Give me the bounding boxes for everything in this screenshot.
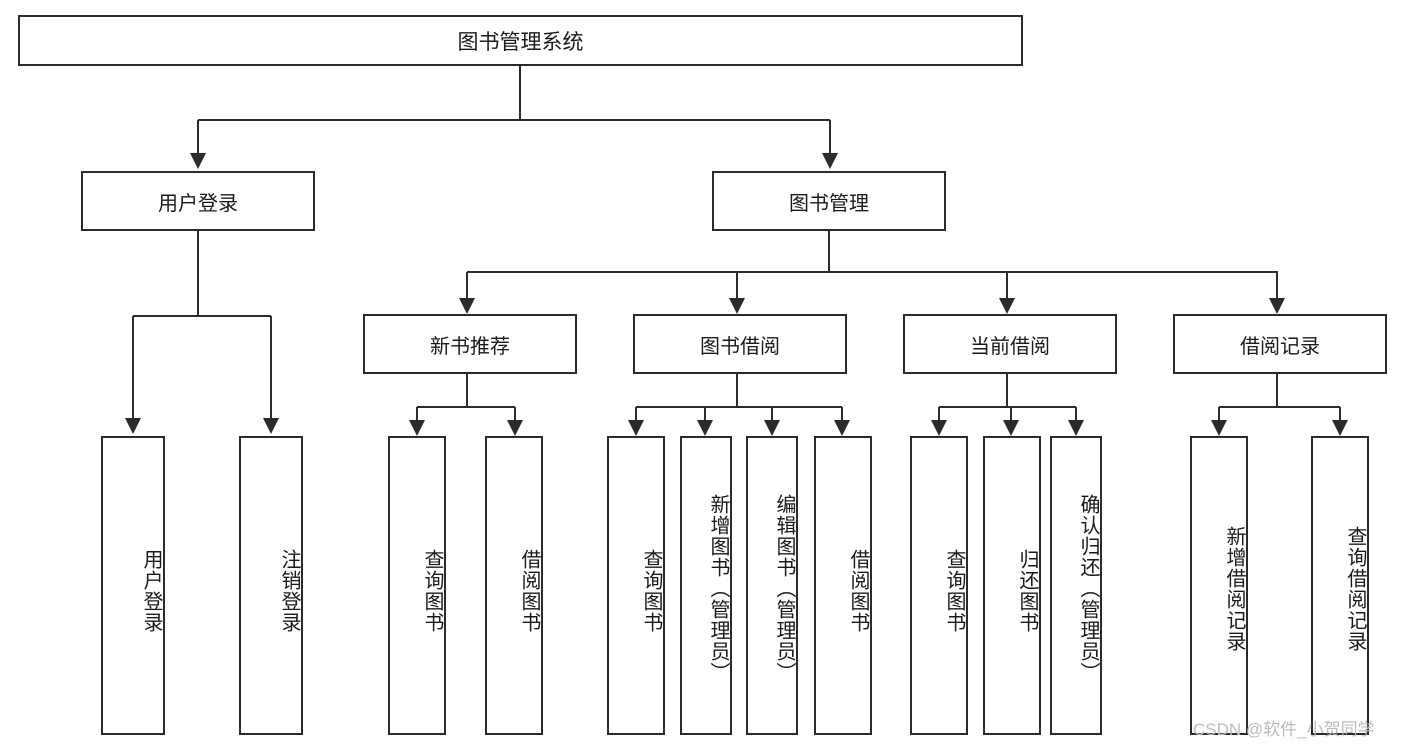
- node-leaf-query-book-1-label: 查询图书: [421, 548, 443, 633]
- node-root-label: 图书管理系统: [457, 30, 584, 54]
- edge-group-3-bus: [1219, 406, 1340, 408]
- node-user-login-label: 用户登录: [158, 192, 238, 215]
- node-leaf-return-book[interactable]: 归还图书: [983, 436, 1041, 735]
- edge-group-0-drop-1-head: [507, 420, 523, 436]
- node-root-system[interactable]: 图书管理系统: [18, 15, 1023, 66]
- node-leaf-query-book-2-label: 查询图书: [640, 548, 662, 633]
- edge-group-1-drop-3-head: [834, 420, 850, 436]
- edge-group-3-drop-0-head: [1211, 420, 1227, 436]
- node-leaf-query-record[interactable]: 查询借阅记录: [1311, 436, 1369, 735]
- edge-group-0-bus: [417, 406, 515, 408]
- node-current-borrow-label: 当前借阅: [970, 335, 1050, 358]
- edge-group-1-drop-1-head: [697, 420, 713, 436]
- edge-group-0-drop-0-line: [416, 407, 418, 420]
- node-book-borrow-label: 图书借阅: [700, 335, 780, 358]
- node-leaf-query-book-2[interactable]: 查询图书: [607, 436, 665, 735]
- node-leaf-confirm-return[interactable]: 确认归还（管理员）: [1050, 436, 1102, 735]
- edge-root-stem: [519, 66, 521, 120]
- node-leaf-query-record-label: 查询借阅记录: [1344, 525, 1366, 652]
- node-new-book-rec-label: 新书推荐: [430, 335, 510, 358]
- edge-login-drop-1-head: [263, 418, 279, 434]
- edge-manage-bus: [467, 271, 1278, 273]
- node-leaf-query-book-1[interactable]: 查询图书: [388, 436, 446, 735]
- node-leaf-return-book-label: 归还图书: [1016, 548, 1038, 633]
- edge-root-drop-1-head: [822, 153, 838, 169]
- edge-group-1-drop-0-head: [628, 420, 644, 436]
- edge-group-0-stem: [466, 374, 468, 407]
- node-leaf-query-book-3[interactable]: 查询图书: [910, 436, 968, 735]
- node-leaf-user-login[interactable]: 用户登录: [101, 436, 165, 735]
- edge-root-drop-0-line: [197, 120, 199, 153]
- node-leaf-add-book-label: 新增图书（管理员）: [707, 494, 729, 683]
- edge-group-1-drop-1-line: [704, 407, 706, 420]
- node-leaf-confirm-return-label: 确认归还（管理员）: [1077, 494, 1099, 683]
- edge-group-1-stem: [736, 374, 738, 407]
- edge-group-2-drop-2-line: [1075, 407, 1077, 420]
- node-leaf-borrow-book-1[interactable]: 借阅图书: [485, 436, 543, 735]
- node-leaf-user-login-label: 用户登录: [140, 548, 162, 633]
- node-user-login[interactable]: 用户登录: [81, 171, 315, 231]
- node-leaf-add-book[interactable]: 新增图书（管理员）: [680, 436, 732, 735]
- edge-manage-drop-2-line: [1006, 272, 1008, 298]
- node-leaf-edit-book[interactable]: 编辑图书（管理员）: [746, 436, 798, 735]
- edge-manage-drop-3-line: [1276, 272, 1278, 298]
- edge-root-bus: [198, 119, 830, 121]
- edge-group-1-drop-2-line: [771, 407, 773, 420]
- node-current-borrow[interactable]: 当前借阅: [903, 314, 1117, 374]
- edge-manage-drop-1-head: [729, 298, 745, 314]
- edge-group-3-drop-1-head: [1332, 420, 1348, 436]
- node-leaf-borrow-book-2-label: 借阅图书: [847, 548, 869, 633]
- edge-manage-drop-2-head: [999, 298, 1015, 314]
- edge-group-0-drop-0-head: [409, 420, 425, 436]
- node-book-borrow[interactable]: 图书借阅: [633, 314, 847, 374]
- node-leaf-add-record-label: 新增借阅记录: [1223, 525, 1245, 652]
- node-borrow-record-label: 借阅记录: [1240, 335, 1320, 358]
- edge-login-bus: [133, 315, 271, 317]
- node-leaf-logout-label: 注销登录: [278, 548, 300, 633]
- edge-manage-drop-1-line: [736, 272, 738, 298]
- node-borrow-record[interactable]: 借阅记录: [1173, 314, 1387, 374]
- edge-group-2-bus: [939, 406, 1076, 408]
- edge-group-2-drop-1-line: [1010, 407, 1012, 420]
- edge-login-drop-0-line: [132, 316, 134, 418]
- edge-manage-stem: [828, 231, 830, 272]
- node-leaf-edit-book-label: 编辑图书（管理员）: [773, 494, 795, 683]
- edge-group-1-drop-3-line: [841, 407, 843, 420]
- node-book-manage-label: 图书管理: [789, 192, 869, 215]
- edge-group-0-drop-1-line: [514, 407, 516, 420]
- edge-manage-drop-3-head: [1269, 298, 1285, 314]
- edge-login-drop-0-head: [125, 418, 141, 434]
- edge-group-3-stem: [1276, 374, 1278, 407]
- edge-root-drop-0-head: [190, 153, 206, 169]
- edge-login-drop-1-line: [270, 316, 272, 418]
- edge-manage-drop-0-line: [466, 272, 468, 298]
- edge-group-1-drop-2-head: [764, 420, 780, 436]
- edge-group-3-drop-1-line: [1339, 407, 1341, 420]
- edge-manage-drop-0-head: [459, 298, 475, 314]
- edge-group-1-drop-0-line: [635, 407, 637, 420]
- edge-group-2-drop-1-head: [1003, 420, 1019, 436]
- node-leaf-borrow-book-2[interactable]: 借阅图书: [814, 436, 872, 735]
- edge-group-2-drop-0-line: [938, 407, 940, 420]
- csdn-watermark: CSDN @软件_小贺同学: [1193, 720, 1375, 739]
- node-leaf-query-book-3-label: 查询图书: [943, 548, 965, 633]
- edge-root-drop-1-line: [829, 120, 831, 153]
- edge-group-2-stem: [1006, 374, 1008, 407]
- node-leaf-borrow-book-1-label: 借阅图书: [518, 548, 540, 633]
- edge-login-stem: [197, 231, 199, 316]
- edge-group-2-drop-2-head: [1068, 420, 1084, 436]
- node-leaf-logout[interactable]: 注销登录: [239, 436, 303, 735]
- node-new-book-rec[interactable]: 新书推荐: [363, 314, 577, 374]
- node-book-manage[interactable]: 图书管理: [712, 171, 946, 231]
- node-leaf-add-record[interactable]: 新增借阅记录: [1190, 436, 1248, 735]
- edge-group-2-drop-0-head: [931, 420, 947, 436]
- edge-group-1-bus: [636, 406, 842, 408]
- edge-group-3-drop-0-line: [1218, 407, 1220, 420]
